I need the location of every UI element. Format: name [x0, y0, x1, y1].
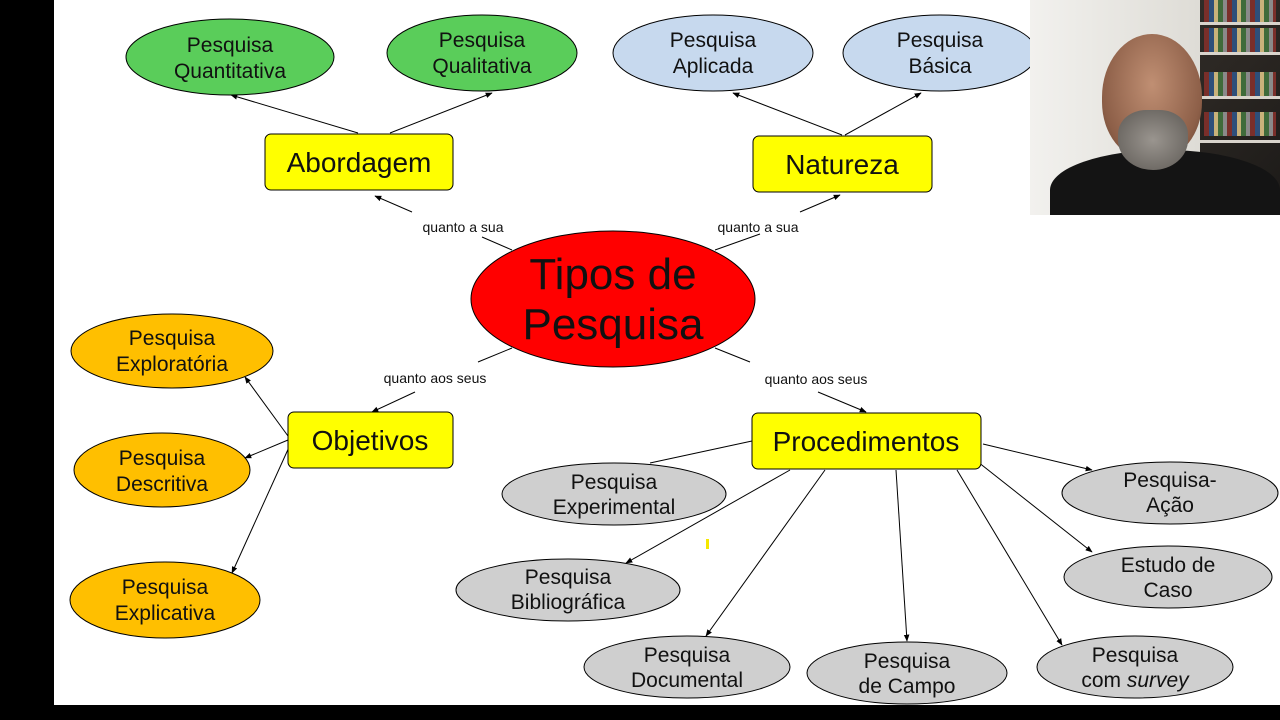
svg-text:Descritiva: Descritiva	[116, 473, 209, 496]
edge-natureza-aplicada	[732, 92, 843, 136]
svg-text:Pesquisa: Pesquisa	[129, 327, 216, 350]
leaf-basica: Pesquisa Básica	[842, 14, 1038, 92]
category-procedimentos: Procedimentos	[751, 412, 982, 470]
leaf-quantitativa: Pesquisa Quantitativa	[125, 18, 335, 96]
svg-text:Estudo de: Estudo de	[1121, 554, 1216, 577]
leaf-survey: Pesquisa com survey	[1036, 635, 1234, 699]
edge-label-abordagem: quanto a sua	[423, 219, 504, 235]
edge-label-procedimentos: quanto aos seus	[765, 371, 868, 387]
leaf-qualitativa: Pesquisa Qualitativa	[386, 14, 578, 92]
svg-text:Básica: Básica	[908, 55, 971, 78]
edge-proc-campo	[895, 469, 910, 642]
svg-text:Quantitativa: Quantitativa	[174, 60, 286, 83]
bookshelf-row	[1204, 112, 1276, 136]
bookshelf-row	[1204, 0, 1276, 24]
svg-text:de Campo: de Campo	[859, 675, 956, 698]
edge-abordagem-qualitativa	[389, 92, 493, 134]
svg-text:Pesquisa: Pesquisa	[897, 29, 984, 52]
category-natureza: Natureza	[752, 135, 933, 193]
edge-objetivos-descritiva	[244, 439, 289, 459]
leaf-aplicada: Pesquisa Aplicada	[612, 14, 814, 92]
bookshelf-shelf	[1200, 52, 1280, 55]
leaf-descritiva: Pesquisa Descritiva	[73, 432, 251, 508]
central-title-line2: Pesquisa	[522, 300, 704, 349]
svg-text:Documental: Documental	[631, 669, 743, 692]
edge-label-objetivos: quanto aos seus	[384, 370, 487, 386]
text-cursor-marker	[706, 539, 709, 549]
edge-label-natureza: quanto a sua	[718, 219, 799, 235]
central-title-line1: Tipos de	[529, 250, 696, 299]
leaf-documental: Pesquisa Documental	[583, 635, 791, 699]
svg-text:Pesquisa: Pesquisa	[670, 29, 757, 52]
bookshelf-shelf	[1200, 22, 1280, 25]
svg-text:Pesquisa: Pesquisa	[187, 34, 274, 57]
bookshelf-shelf	[1200, 140, 1280, 143]
svg-text:Pesquisa: Pesquisa	[1092, 644, 1179, 667]
edge-proc-bibliografica	[625, 469, 791, 564]
svg-text:Pesquisa: Pesquisa	[119, 447, 206, 470]
edge-proc-acao	[982, 443, 1093, 472]
edge-abordagem-quantitativa	[230, 94, 359, 134]
category-label-natureza: Natureza	[785, 149, 899, 180]
svg-text:Bibliográfica: Bibliográfica	[511, 591, 626, 614]
edge-central-objetivos-arrow	[371, 391, 416, 413]
leaf-campo: Pesquisa de Campo	[806, 641, 1008, 705]
svg-text:Pesquisa-: Pesquisa-	[1123, 469, 1216, 492]
svg-text:Pesquisa: Pesquisa	[525, 566, 612, 589]
edge-central-procedimentos-arrow	[817, 391, 867, 413]
svg-text:Explicativa: Explicativa	[115, 602, 216, 625]
svg-text:Ação: Ação	[1146, 494, 1194, 517]
edge-central-natureza	[714, 233, 761, 251]
presenter-beard	[1118, 110, 1188, 170]
bookshelf-row	[1204, 28, 1276, 52]
svg-text:Experimental: Experimental	[553, 496, 676, 519]
edge-proc-documental	[705, 469, 826, 637]
edge-central-procedimentos	[714, 347, 751, 363]
svg-text:Aplicada: Aplicada	[673, 55, 754, 78]
edge-objetivos-explicativa	[231, 444, 291, 574]
webcam-video-overlay	[1030, 0, 1280, 215]
svg-text:Pesquisa: Pesquisa	[644, 644, 731, 667]
edge-central-abordagem	[481, 236, 513, 251]
svg-text:Exploratória: Exploratória	[116, 353, 228, 376]
central-ellipse	[470, 230, 756, 368]
category-label-objetivos: Objetivos	[312, 425, 429, 456]
edge-central-objetivos	[477, 347, 513, 363]
edge-central-natureza-arrow	[799, 194, 841, 213]
bookshelf-row	[1204, 72, 1276, 96]
edge-objetivos-exploratoria	[244, 376, 289, 437]
category-objetivos: Objetivos	[287, 411, 454, 469]
svg-text:Pesquisa: Pesquisa	[864, 650, 951, 673]
edge-proc-survey	[956, 469, 1063, 646]
category-label-procedimentos: Procedimentos	[773, 426, 960, 457]
edge-central-abordagem-arrow	[374, 195, 413, 213]
leaf-bibliografica: Pesquisa Bibliográfica	[455, 558, 681, 622]
bookshelf-shelf	[1200, 96, 1280, 99]
edge-proc-estudo	[977, 461, 1093, 553]
edge-natureza-basica	[844, 92, 922, 136]
category-abordagem: Abordagem	[264, 133, 454, 191]
svg-text:Pesquisa: Pesquisa	[439, 29, 526, 52]
concept-map: quanto a sua quanto a sua quanto aos seu…	[69, 14, 1279, 705]
leaf-estudo-caso: Estudo de Caso	[1063, 545, 1273, 609]
leaf-survey-line2: com survey	[1081, 669, 1190, 692]
svg-text:Caso: Caso	[1143, 579, 1192, 602]
connectors	[230, 92, 1093, 646]
leaf-exploratoria: Pesquisa Exploratória	[70, 313, 274, 389]
leaf-experimental: Pesquisa Experimental	[501, 462, 727, 526]
svg-text:Qualitativa: Qualitativa	[432, 55, 532, 78]
leaf-pesquisa-acao: Pesquisa- Ação	[1061, 461, 1279, 525]
category-label-abordagem: Abordagem	[287, 147, 432, 178]
leaf-explicativa: Pesquisa Explicativa	[69, 561, 261, 639]
central-node: Tipos de Pesquisa	[470, 230, 756, 368]
edge-proc-experimental	[649, 440, 753, 464]
svg-text:Pesquisa: Pesquisa	[122, 576, 209, 599]
svg-text:Pesquisa: Pesquisa	[571, 471, 658, 494]
